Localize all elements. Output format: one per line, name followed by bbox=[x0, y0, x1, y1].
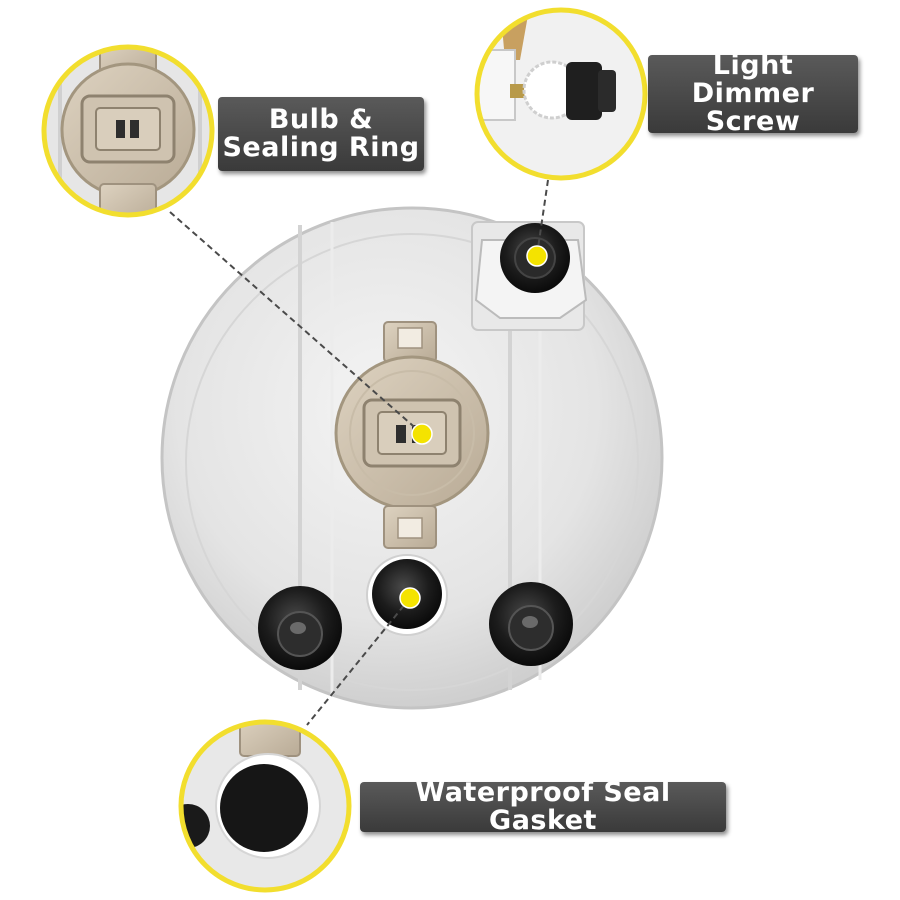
callout-gasket-text: Waterproof Seal Gasket bbox=[415, 777, 671, 836]
marker-dot-bulb bbox=[411, 423, 433, 445]
marker-dot-gasket bbox=[399, 587, 421, 609]
leader-line-bulb bbox=[169, 211, 421, 433]
callout-gasket-label: Waterproof Seal Gasket bbox=[360, 777, 726, 836]
detail-circle-gasket bbox=[178, 719, 352, 893]
marker-dot-dimmer bbox=[526, 245, 548, 267]
detail-circle-bulb bbox=[41, 44, 215, 218]
callout-dimmer-line2: Screw bbox=[705, 106, 801, 137]
detail-circle-dimmer bbox=[474, 7, 648, 181]
leader-lines bbox=[169, 179, 549, 726]
callout-bulb-line2: Sealing Ring bbox=[222, 132, 420, 163]
callout-bulb-line1: Bulb & bbox=[268, 104, 374, 135]
marker-dots bbox=[399, 245, 548, 609]
dimmer-socket bbox=[474, 223, 588, 319]
callout-dimmer-line1: Light Dimmer bbox=[691, 50, 815, 109]
leader-line-dimmer bbox=[536, 179, 549, 256]
callout-dimmer-label: Light Dimmer Screw bbox=[648, 50, 858, 137]
right-bottom-cap bbox=[489, 582, 573, 666]
left-bottom-cap bbox=[258, 586, 342, 670]
callout-bulb-label: Bulb & Sealing Ring bbox=[218, 97, 424, 171]
leader-line-gasket bbox=[306, 597, 411, 726]
